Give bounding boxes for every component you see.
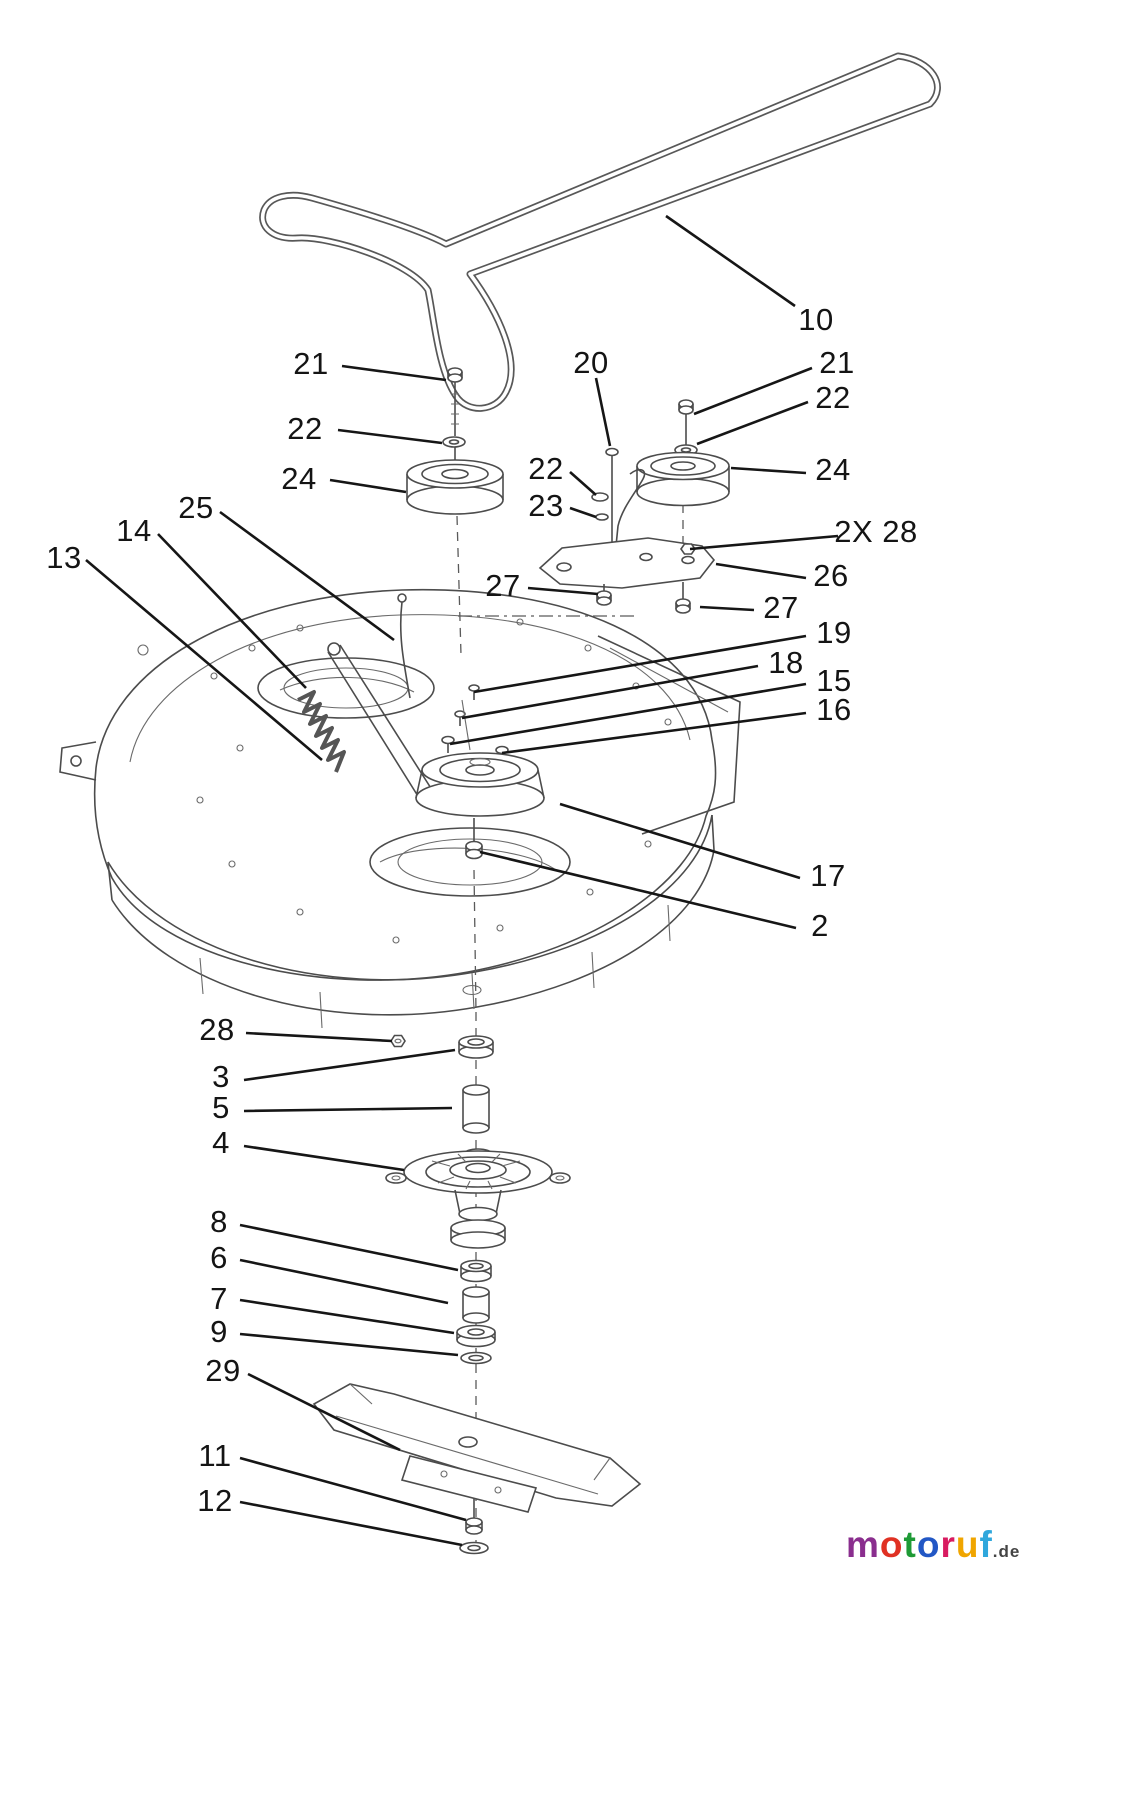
callout-12: 12 (197, 1483, 233, 1518)
spindle-bearing-top (458, 1035, 494, 1059)
callout-19: 19 (816, 615, 852, 650)
idler-bolt-right (678, 399, 694, 446)
callout-24-a: 24 (281, 461, 317, 496)
logo-suffix: .de (992, 1542, 1021, 1561)
callout-4: 4 (212, 1125, 230, 1160)
deck-pulley (415, 699, 545, 817)
leader-lines (85, 214, 839, 1547)
callout-22-a: 22 (287, 411, 323, 446)
callout-20: 20 (573, 345, 609, 380)
callout-23: 23 (528, 488, 564, 523)
logo-letter: o (879, 1524, 904, 1565)
callout-14: 14 (116, 513, 152, 548)
idler-pulley-left (406, 447, 504, 515)
callout-15: 15 (816, 663, 852, 698)
callout-27-b: 27 (763, 590, 799, 625)
callout-8: 8 (210, 1204, 228, 1239)
callout-10: 10 (798, 302, 834, 337)
mower-deck (59, 588, 741, 1029)
motoruf-logo[interactable]: motoruf.de (846, 1524, 1020, 1566)
blade-bolt (465, 1498, 483, 1535)
callout-5: 5 (212, 1090, 230, 1125)
callout-21-a: 21 (293, 346, 329, 381)
callout-2: 2 (811, 908, 829, 943)
washer-thick (456, 1324, 496, 1348)
logo-letter: o (916, 1524, 941, 1565)
drive-belt-icon (259, 52, 941, 412)
logo-letter: f (979, 1524, 993, 1565)
spacer-tube (462, 1084, 490, 1134)
callout-22-c: 22 (528, 451, 564, 486)
callout-28-b: 28 (199, 1012, 235, 1047)
callout-16: 16 (816, 692, 852, 727)
mower-blade (312, 1383, 642, 1507)
idler-bolt-left (447, 367, 463, 436)
callout-7: 7 (210, 1281, 228, 1316)
blade-mount-plate (400, 1455, 538, 1513)
deck-bolt-holes (137, 618, 672, 944)
callout-27-a: 27 (485, 568, 521, 603)
logo-letter: r (940, 1524, 956, 1565)
callout-6: 6 (210, 1240, 228, 1275)
callout-26: 26 (813, 558, 849, 593)
callout-11: 11 (198, 1438, 232, 1473)
logo-letter: t (903, 1524, 917, 1565)
logo-letter: m (846, 1524, 880, 1565)
callout-21-b: 21 (819, 345, 855, 380)
callout-17: 17 (810, 858, 846, 893)
link-rod (397, 593, 411, 699)
callout-9: 9 (210, 1314, 228, 1349)
washer-flat (460, 1351, 492, 1365)
callout-3: 3 (212, 1059, 230, 1094)
callout-18: 18 (768, 645, 804, 680)
idler-pulley-right (636, 451, 730, 507)
callout-13: 13 (46, 540, 82, 575)
idler-spring (297, 690, 346, 773)
centerlines (456, 504, 684, 1556)
callout-2x28: 2X 28 (834, 514, 918, 549)
spacer-sleeve (462, 1286, 490, 1324)
pulley-bolt (465, 818, 483, 860)
logo-letter: u (955, 1524, 980, 1565)
deck-nut (390, 1034, 406, 1048)
blade-bolt-washer (459, 1541, 489, 1555)
callout-25: 25 (178, 490, 214, 525)
callout-24-b: 24 (815, 452, 851, 487)
idler-bracket-assembly (538, 447, 716, 614)
spindle-bearing-bottom (460, 1259, 492, 1283)
callout-29: 29 (205, 1353, 241, 1388)
idler-washer-left (442, 436, 466, 448)
spindle-assembly (385, 1148, 571, 1249)
callout-22-b: 22 (815, 380, 851, 415)
